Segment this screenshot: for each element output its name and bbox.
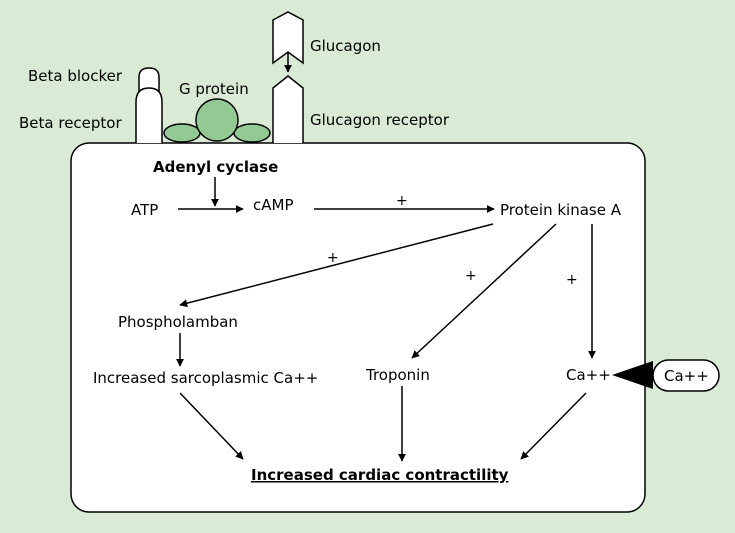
beta-receptor-shape bbox=[135, 87, 163, 143]
g-protein-center-subunit bbox=[195, 98, 239, 142]
plus-pka-troponin: + bbox=[465, 268, 477, 284]
g-protein-label: G protein bbox=[179, 80, 249, 98]
g-protein-right-subunit bbox=[233, 123, 271, 143]
adenyl-cyclase-label: Adenyl cyclase bbox=[153, 158, 278, 176]
beta-blocker-label: Beta blocker bbox=[28, 67, 123, 85]
camp-label: cAMP bbox=[253, 196, 294, 214]
protein-kinase-a-label: Protein kinase A bbox=[500, 201, 622, 219]
ca-inside-label: Ca++ bbox=[566, 366, 611, 384]
plus-pka-ca: + bbox=[566, 272, 578, 288]
arrow-ca-contractility bbox=[520, 392, 587, 460]
ca-outside-pill bbox=[652, 359, 720, 392]
glucagon-receptor-shape bbox=[272, 75, 304, 143]
plus-camp-pka: + bbox=[396, 193, 408, 209]
cell-body bbox=[70, 142, 646, 513]
glucagon-label: Glucagon bbox=[310, 37, 381, 55]
arrow-pka-troponin bbox=[411, 223, 557, 359]
beta-receptor-label: Beta receptor bbox=[19, 114, 122, 132]
increased-sarcoplasmic-ca-label: Increased sarcoplasmic Ca++ bbox=[93, 369, 318, 387]
phospholamban-label: Phospholamban bbox=[118, 313, 238, 331]
ca-outside-label: Ca++ bbox=[664, 367, 709, 385]
troponin-label: Troponin bbox=[365, 366, 430, 384]
plus-pka-phospholamban: + bbox=[327, 250, 339, 266]
g-protein-left-subunit bbox=[163, 123, 201, 143]
atp-label: ATP bbox=[131, 201, 158, 219]
arrow-sarcoplasmic-contractility bbox=[179, 392, 244, 460]
ca-influx-arrowhead bbox=[612, 361, 653, 389]
beta-blocker-shape bbox=[138, 67, 160, 92]
glucagon-receptor-label: Glucagon receptor bbox=[310, 111, 450, 129]
glucagon-shape bbox=[272, 11, 304, 65]
arrow-pka-phospholamban bbox=[179, 223, 494, 308]
increased-cardiac-contractility-label: Increased cardiac contractility bbox=[251, 466, 509, 484]
